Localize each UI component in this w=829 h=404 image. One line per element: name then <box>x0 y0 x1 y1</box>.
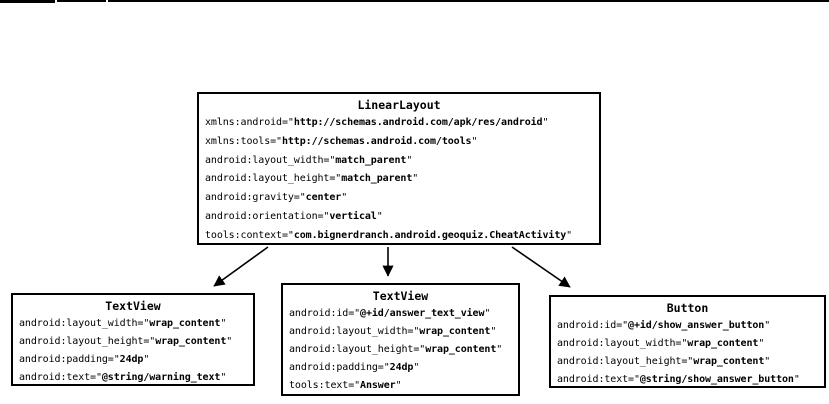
arrow-to-textview-warning <box>213 246 269 287</box>
textview-warning-box: TextView android:layout_width="wrap_cont… <box>11 293 255 386</box>
attribute-line: android:text="@string/show_answer_button… <box>557 374 800 385</box>
linearlayout-attributes-list: xmlns:android="http://schemas.android.co… <box>205 114 593 246</box>
attribute-line: android:layout_width="wrap_content" <box>289 326 497 337</box>
attribute-line: android:layout_height="match_parent" <box>205 173 419 185</box>
top-rule-gap <box>106 0 108 4</box>
attribute-line: android:layout_height="wrap_content" <box>19 336 233 347</box>
button-attributes-list: android:id="@+id/show_answer_button"andr… <box>557 317 818 389</box>
button-box-title: Button <box>666 301 709 315</box>
textview-answer-box: TextView android:id="@+id/answer_text_vi… <box>281 283 520 396</box>
linearlayout-box-title: LinearLayout <box>357 98 441 112</box>
attribute-line: android:layout_width="wrap_content" <box>19 318 227 329</box>
textview-answer-attributes-list: android:id="@+id/answer_text_view"androi… <box>289 305 512 395</box>
attribute-line: xmlns:tools="http://schemas.android.com/… <box>205 135 478 147</box>
attribute-line: android:layout_height="wrap_content" <box>289 344 503 355</box>
attribute-line: tools:context="com.bignerdranch.android.… <box>205 229 573 241</box>
textview-warning-box-title: TextView <box>105 299 161 313</box>
arrow-to-button <box>511 246 571 288</box>
attribute-line: android:padding="24dp" <box>289 362 420 373</box>
attribute-line: android:id="@+id/answer_text_view" <box>289 308 491 319</box>
attribute-line: android:id="@+id/show_answer_button" <box>557 320 771 331</box>
linearlayout-box: LinearLayout xmlns:android="http://schem… <box>197 92 601 245</box>
attribute-line: android:orientation="vertical" <box>205 210 383 222</box>
attribute-line: android:layout_width="wrap_content" <box>557 338 765 349</box>
button-box: Button android:id="@+id/show_answer_butt… <box>549 295 826 388</box>
attribute-line: android:text="@string/warning_text" <box>19 372 227 383</box>
textview-warning-attributes-list: android:layout_width="wrap_content"andro… <box>19 315 247 387</box>
top-rule-gap <box>55 0 57 4</box>
top-page-rule <box>0 0 829 2</box>
attribute-line: android:padding="24dp" <box>19 354 150 365</box>
attribute-line: android:layout_width="match_parent" <box>205 154 413 166</box>
attribute-line: android:layout_height="wrap_content" <box>557 356 771 367</box>
attribute-line: xmlns:android="http://schemas.android.co… <box>205 117 549 128</box>
attribute-line: tools:text="Answer" <box>289 380 402 391</box>
textview-answer-box-title: TextView <box>372 289 429 303</box>
top-page-rule-thick-segment <box>0 0 55 3</box>
attribute-line: android:gravity="center" <box>205 192 348 204</box>
